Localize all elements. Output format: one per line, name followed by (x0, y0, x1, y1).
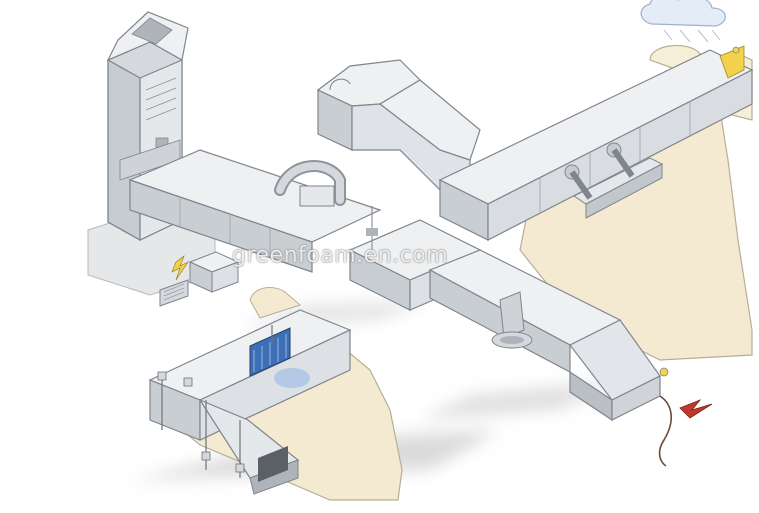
watermark: greenfoam.en.com (232, 243, 449, 268)
sensor-dot (732, 46, 740, 54)
return-grille (159, 279, 189, 307)
front-duct (148, 309, 352, 495)
wall-left-arch (249, 287, 301, 319)
lower-right-duct (428, 249, 713, 467)
branch-duct-upper (564, 142, 664, 219)
lightning-icon (171, 255, 189, 281)
cloud-icon (640, 0, 726, 43)
ceiling-diffuser (491, 291, 533, 349)
main-supply-duct-left (128, 149, 382, 273)
flexible-duct (274, 160, 346, 207)
control-box (188, 251, 240, 293)
hanger-clamps (157, 371, 245, 473)
